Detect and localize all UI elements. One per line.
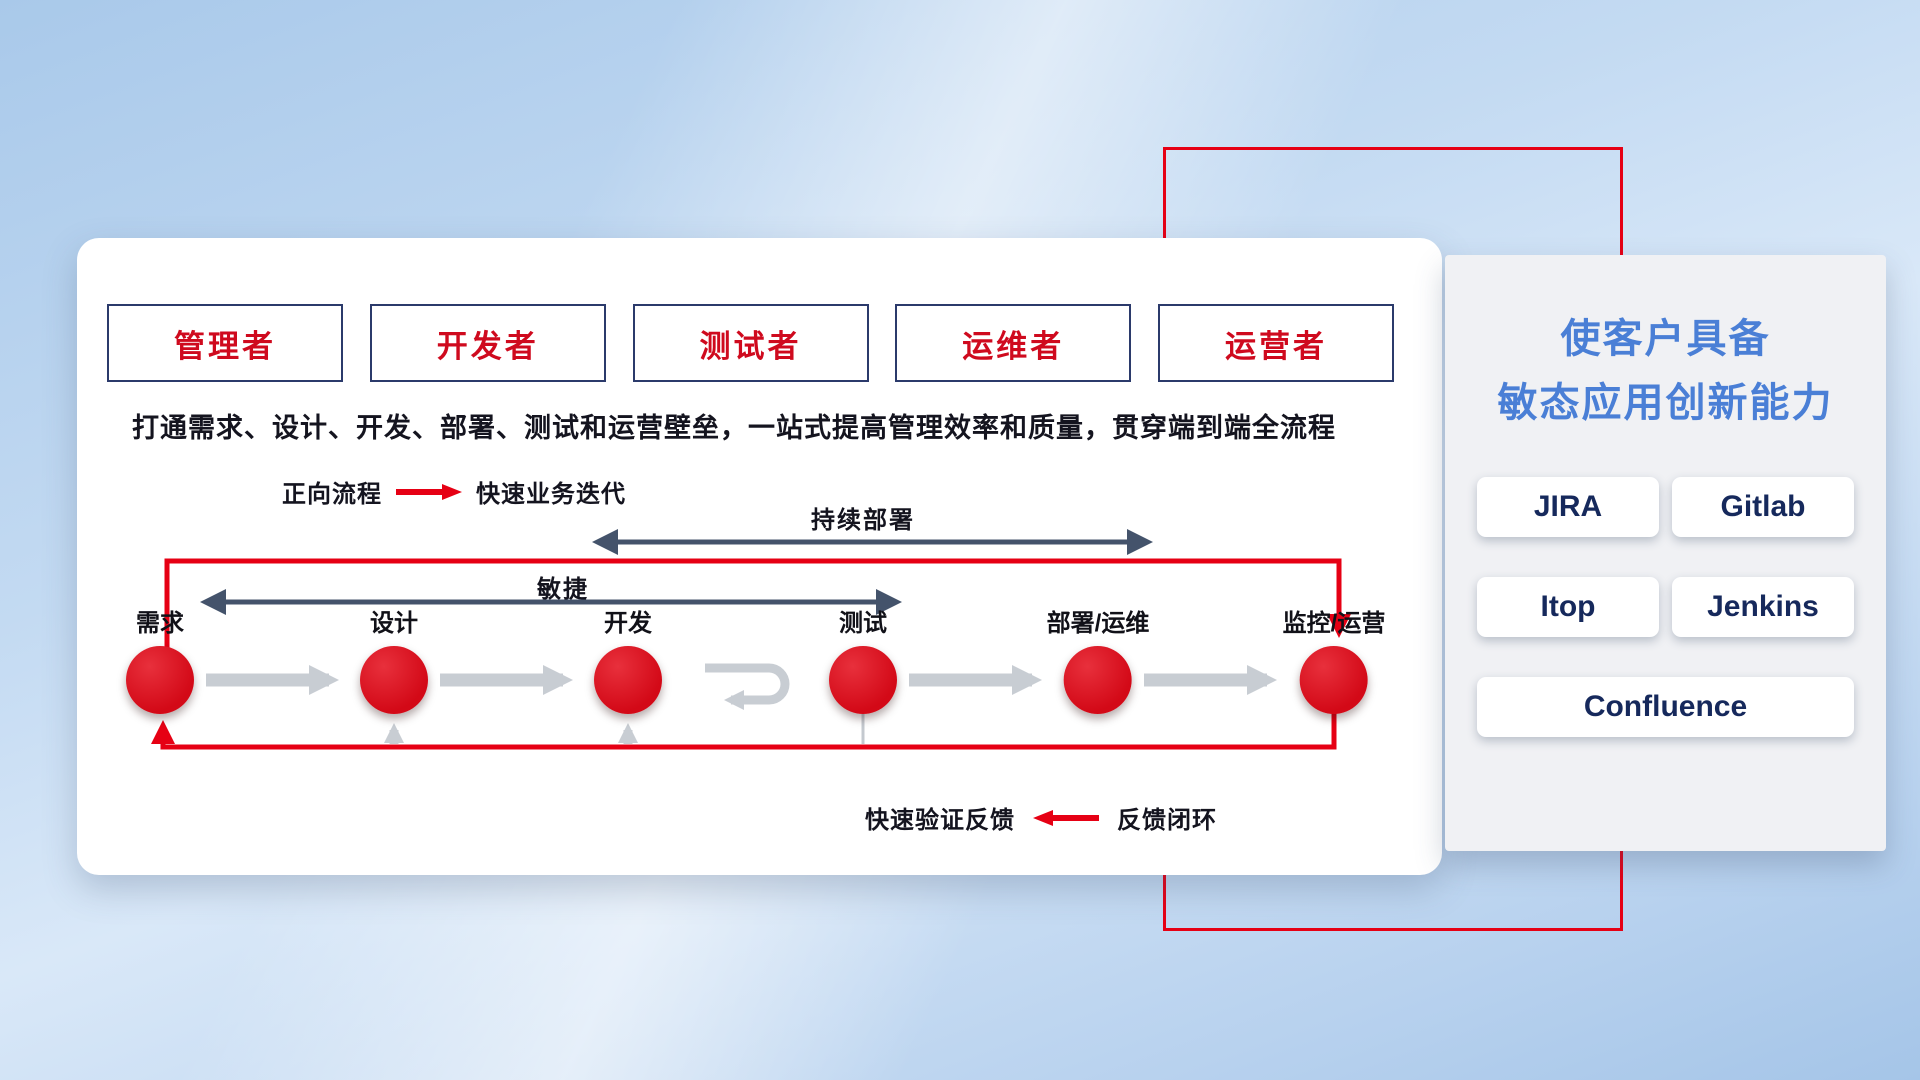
stage-dot-icon [594,646,662,714]
role-box-manager: 管理者 [107,304,343,382]
tool-confluence: Confluence [1477,677,1854,737]
stage-label: 部署/运维 [1046,610,1150,637]
stage-dot-icon [126,646,194,714]
tool-jira: JIRA [1477,477,1659,537]
stage-label: 需求 [136,610,184,637]
capability-title-line1: 使客户具备 [1560,317,1771,361]
roles-row: 管理者 开发者 测试者 运维者 运营者 [107,304,1394,382]
stage-dot-icon [1299,646,1368,714]
stage-label: 监控/运营 [1282,610,1386,637]
stage-node-develop: 开发 [594,610,662,714]
role-label: 运营者 [1225,328,1327,364]
role-label: 开发者 [436,328,539,364]
capability-title-line2: 敏态应用创新能力 [1497,381,1834,425]
role-label: 运维者 [962,328,1065,364]
stage-node-design: 设计 [360,610,428,714]
tool-gitlab: Gitlab [1672,477,1854,537]
stage-node-deploy-ops: 部署/运维 [1046,610,1150,714]
forward-arrow-icon [396,483,462,500]
stage-label: 开发 [604,610,652,637]
role-label: 管理者 [174,328,276,364]
stage-dot-icon [829,646,897,714]
stage-node-monitor-operate: 监控/运营 [1282,610,1386,714]
stage-dot-icon [360,646,428,714]
forward-flow-value: 快速业务迭代 [476,481,626,508]
flow-connectors [151,529,1351,750]
tools-grid: JIRA Gitlab Itop Jenkins Confluence [1477,477,1854,737]
legend-feedback: 快速验证反馈 反馈闭环 [865,800,1217,835]
tools-row-1: JIRA Gitlab [1477,477,1854,537]
tools-row-2: Itop Jenkins [1477,577,1854,637]
feedback-validation-label: 快速验证反馈 [865,807,1015,834]
stage-node-requirement: 需求 [126,610,194,714]
tool-itop: Itop [1477,577,1659,637]
stage-label: 测试 [839,610,887,637]
description-text: 打通需求、设计、开发、部署、测试和运营壁垒，一站式提高管理效率和质量，贯穿端到端… [132,413,1336,443]
stage-dot-icon [1063,646,1132,714]
stage-node-test: 测试 [829,610,897,714]
stage-label: 设计 [370,610,418,637]
role-box-tester: 测试者 [632,304,869,382]
capability-title: 使客户具备 敏态应用创新能力 [1477,307,1854,435]
role-box-ops: 运维者 [895,304,1132,382]
role-box-operator: 运营者 [1158,304,1394,382]
devops-flow-panel: 管理者 开发者 测试者 运维者 运营者 打通需求、设计、开发、部署、测试和运营壁… [77,238,1442,875]
forward-flow-label: 正向流程 [282,481,382,508]
role-label: 测试者 [699,328,802,364]
feedback-loop-label: 反馈闭环 [1117,807,1217,834]
tools-row-3: Confluence [1477,677,1854,737]
tool-jenkins: Jenkins [1672,577,1854,637]
role-box-developer: 开发者 [369,304,606,382]
legend-forward: 正向流程 快速业务迭代 [282,474,626,509]
capability-panel: 使客户具备 敏态应用创新能力 JIRA Gitlab Itop Jenkins … [1445,255,1886,851]
feedback-arrow-icon [1033,809,1099,826]
